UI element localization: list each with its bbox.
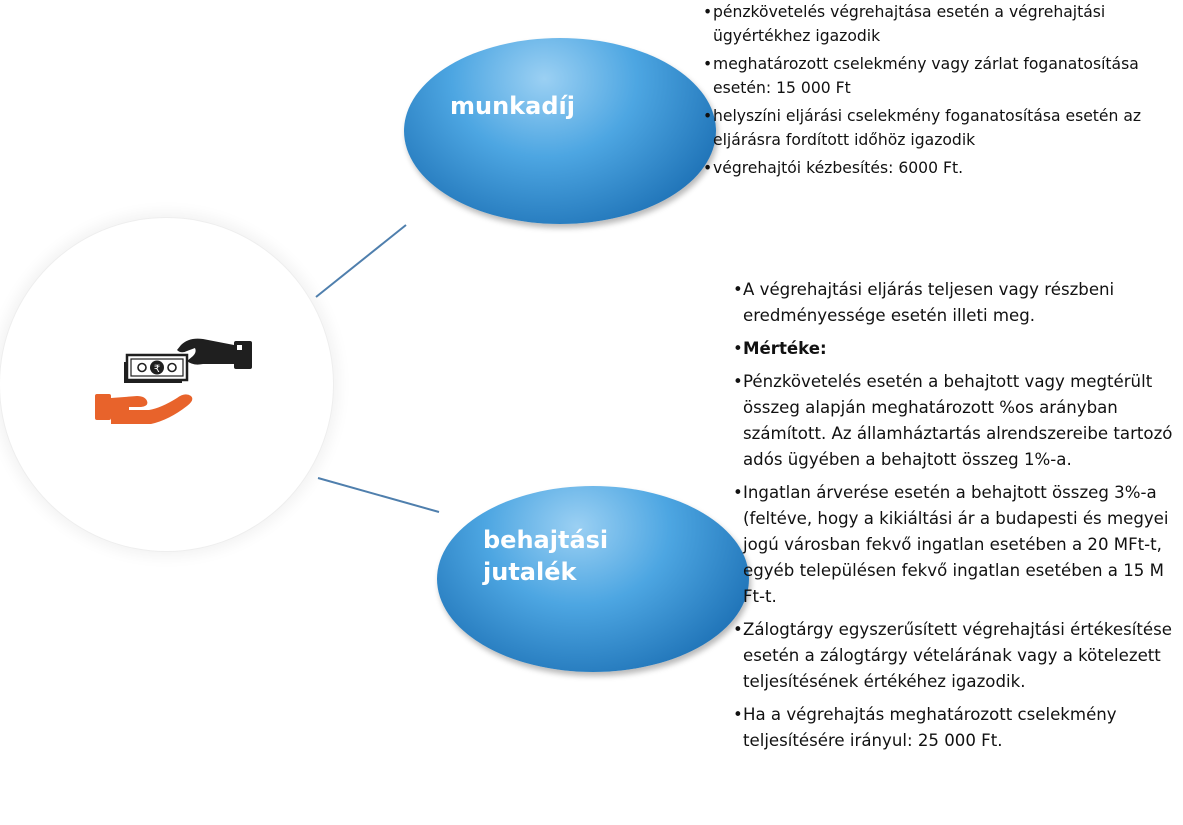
list-item: helyszíni eljárási cselekmény foganatosí… [703, 104, 1173, 152]
list-item: Zálogtárgy egyszerűsített végrehajtási é… [733, 617, 1178, 695]
center-circle [0, 218, 333, 551]
list-item: Ha a végrehajtás meghatározott cselekmén… [733, 702, 1178, 754]
list-item-heading: Mértéke: [733, 336, 1178, 362]
list-item: végrehajtói kézbesítés: 6000 Ft. [703, 156, 1173, 180]
node-behajtasi-jutalek-label: behajtási jutalék [483, 526, 609, 586]
list-item: pénzkövetelés végrehajtása esetén a végr… [703, 0, 1173, 48]
svg-text:₹: ₹ [154, 364, 160, 375]
list-item: A végrehajtási eljárás teljesen vagy rés… [733, 277, 1178, 329]
connector-to-jutalek [317, 477, 440, 513]
node-behajtasi-jutalek: behajtási jutalék [437, 486, 749, 672]
jutalek-details-list: A végrehajtási eljárás teljesen vagy rés… [733, 277, 1178, 761]
list-item: meghatározott cselekmény vagy zárlat fog… [703, 52, 1173, 100]
list-item: Pénzkövetelés esetén a behajtott vagy me… [733, 369, 1178, 473]
banknote-icon: ₹ [124, 353, 189, 383]
receiving-hand-icon [95, 394, 193, 424]
node-munkadij-label: munkadíj [450, 92, 575, 120]
connector-to-munkadij [315, 224, 407, 298]
node-munkadij: munkadíj [404, 38, 716, 224]
money-exchange-hands-icon: ₹ [95, 338, 252, 424]
giving-hand-icon [177, 338, 252, 369]
list-item: Ingatlan árverése esetén a behajtott öss… [733, 480, 1178, 610]
munkadij-details-list: pénzkövetelés végrehajtása esetén a végr… [703, 0, 1173, 184]
